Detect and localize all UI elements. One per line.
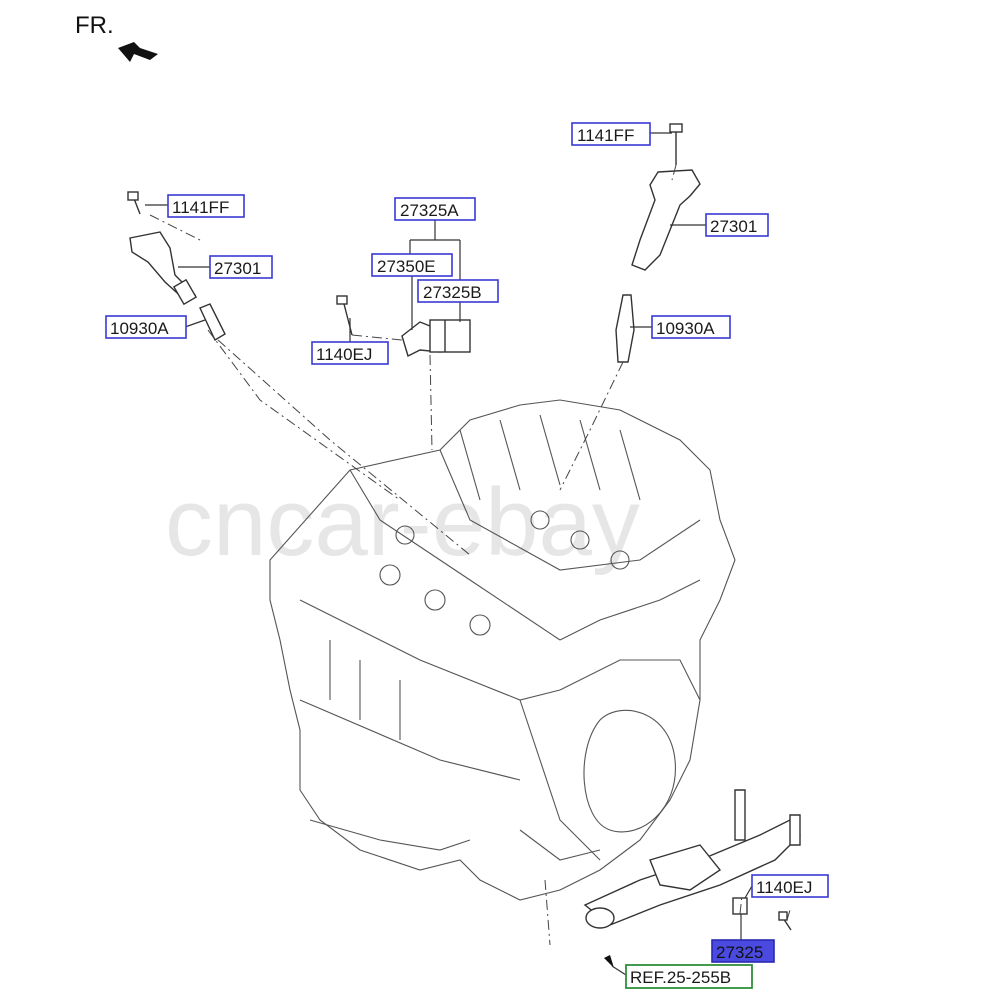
callout-text: 1141FF <box>172 198 229 217</box>
callout-1140ej-bracket[interactable]: 1140EJ <box>311 341 389 365</box>
dashed-leaders <box>149 164 791 946</box>
callout-text: 1140EJ <box>756 878 812 897</box>
callout-1141ff-left[interactable]: 1141FF <box>167 194 245 218</box>
callout-27325-selected[interactable]: 27325 <box>711 939 775 963</box>
reference-arrow-icon <box>604 955 614 968</box>
spark-plug-left <box>199 303 226 341</box>
front-arrow-icon <box>118 42 158 62</box>
callout-text: 10930A <box>656 319 715 338</box>
front-orientation-label: FR. <box>75 12 114 39</box>
callout-text: 27301 <box>710 217 757 236</box>
spark-plug-right <box>615 294 635 363</box>
callout-text: 27301 <box>214 259 261 278</box>
bolt-left <box>127 191 141 215</box>
callout-text: REF.25-255B <box>630 968 731 987</box>
callout-text: 27325A <box>400 201 459 220</box>
callout-10930a-left[interactable]: 10930A <box>105 315 187 339</box>
bolt-bottom <box>778 911 792 931</box>
callout-text: 10930A <box>110 319 169 338</box>
callout-text: 1141FF <box>577 126 634 145</box>
callout-27325b[interactable]: 27325B <box>417 279 499 303</box>
callout-27301-left[interactable]: 27301 <box>209 255 273 279</box>
callout-27301-right[interactable]: 27301 <box>705 213 769 237</box>
engine-block <box>269 399 736 901</box>
thermostat-housing <box>583 789 801 929</box>
callout-text: 27350E <box>377 257 436 276</box>
bolt-right <box>669 123 683 165</box>
callout-1141ff-right[interactable]: 1141FF <box>571 122 651 146</box>
callout-10930a-right[interactable]: 10930A <box>651 315 731 339</box>
watermark: cncar-ebay <box>165 469 640 576</box>
sensor-bracket <box>401 319 471 357</box>
callout-27350e[interactable]: 27350E <box>371 253 453 277</box>
leader-lines <box>145 132 753 976</box>
ignition-coil-left <box>129 231 198 306</box>
callout-text: 27325 <box>716 943 763 962</box>
callout-1140ej-bottom[interactable]: 1140EJ <box>751 874 829 898</box>
callout-reference[interactable]: REF.25-255B <box>625 964 753 989</box>
callout-text: 1140EJ <box>316 345 372 364</box>
callout-text: 27325B <box>423 283 482 302</box>
ignition-coil-right <box>631 169 701 271</box>
callout-27325a[interactable]: 27325A <box>394 197 476 221</box>
